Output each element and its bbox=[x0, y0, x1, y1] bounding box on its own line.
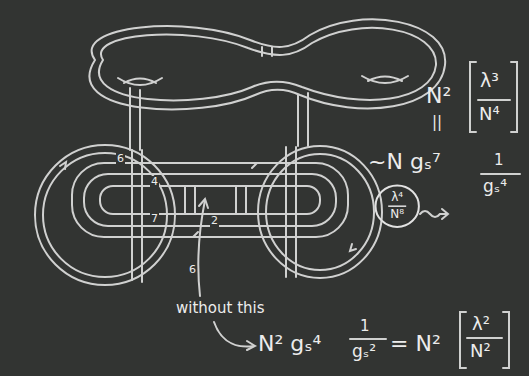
chalk-formula: = N² bbox=[390, 332, 441, 356]
callout-number: 7 bbox=[150, 213, 159, 225]
chalk-formula: N² bbox=[426, 84, 451, 108]
callout-number: 6 bbox=[116, 153, 125, 165]
circled-text: N⁸ bbox=[374, 206, 420, 221]
chalk-formula: N⁴ bbox=[479, 104, 500, 124]
callout-number: 6 bbox=[188, 264, 197, 276]
chalk-formula: gₛ⁴ bbox=[483, 177, 507, 196]
chalk-formula: 1 bbox=[360, 318, 370, 335]
callout-number: 4 bbox=[150, 176, 159, 188]
callout-number: 2 bbox=[210, 215, 219, 227]
chalk-formula: ~N gₛ⁷ bbox=[368, 150, 441, 174]
circled-term: λ⁴N⁸ bbox=[374, 184, 420, 228]
chalk-formula: N² bbox=[470, 341, 491, 361]
chalk-formula: without this bbox=[176, 300, 265, 317]
chalk-formula: 1 bbox=[494, 152, 504, 169]
chalk-formula: N² gₛ⁴ bbox=[258, 332, 321, 356]
chalk-formula: λ² bbox=[472, 314, 490, 334]
chalk-formula: gₛ² bbox=[352, 342, 376, 361]
chalk-formula: λ³ bbox=[480, 70, 499, 91]
circled-text: λ⁴ bbox=[374, 191, 420, 206]
chalk-formula: || bbox=[432, 114, 442, 131]
